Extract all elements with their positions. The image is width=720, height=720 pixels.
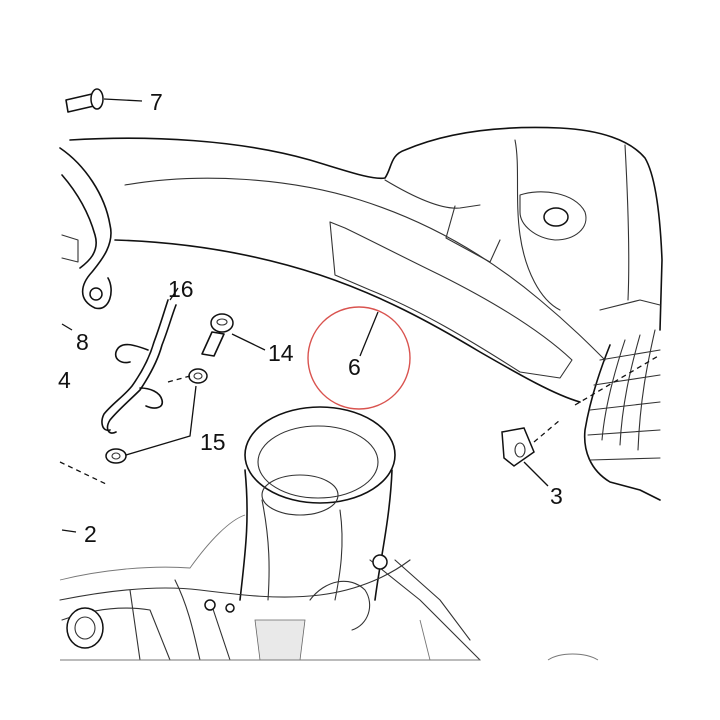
callout-16: 16 xyxy=(168,276,194,302)
intake-funnel xyxy=(239,406,396,601)
curved-arm-part-6 xyxy=(69,126,663,403)
left-bracket xyxy=(59,147,112,310)
engine-block xyxy=(59,514,599,661)
wire-clip-part-16 xyxy=(101,287,179,434)
callout-3: 3 xyxy=(550,483,563,509)
leader-part-6 xyxy=(359,311,379,357)
leader-part-2 xyxy=(61,529,77,533)
highlight-circle xyxy=(307,306,411,410)
callout-2: 2 xyxy=(84,521,97,547)
bolt-part-14 xyxy=(201,313,266,357)
right-boot xyxy=(574,329,661,501)
callout-6: 6 xyxy=(348,354,361,380)
callout-14: 14 xyxy=(268,340,294,366)
callout-4: 4 xyxy=(58,367,71,393)
callout-15: 15 xyxy=(200,429,226,455)
callout-7: 7 xyxy=(150,89,163,115)
callout-8: 8 xyxy=(76,329,89,355)
bolt-part-7 xyxy=(65,88,143,113)
clip-nut-part-3 xyxy=(501,419,561,487)
washers-part-15 xyxy=(59,368,208,485)
leader-part-8 xyxy=(61,323,73,331)
